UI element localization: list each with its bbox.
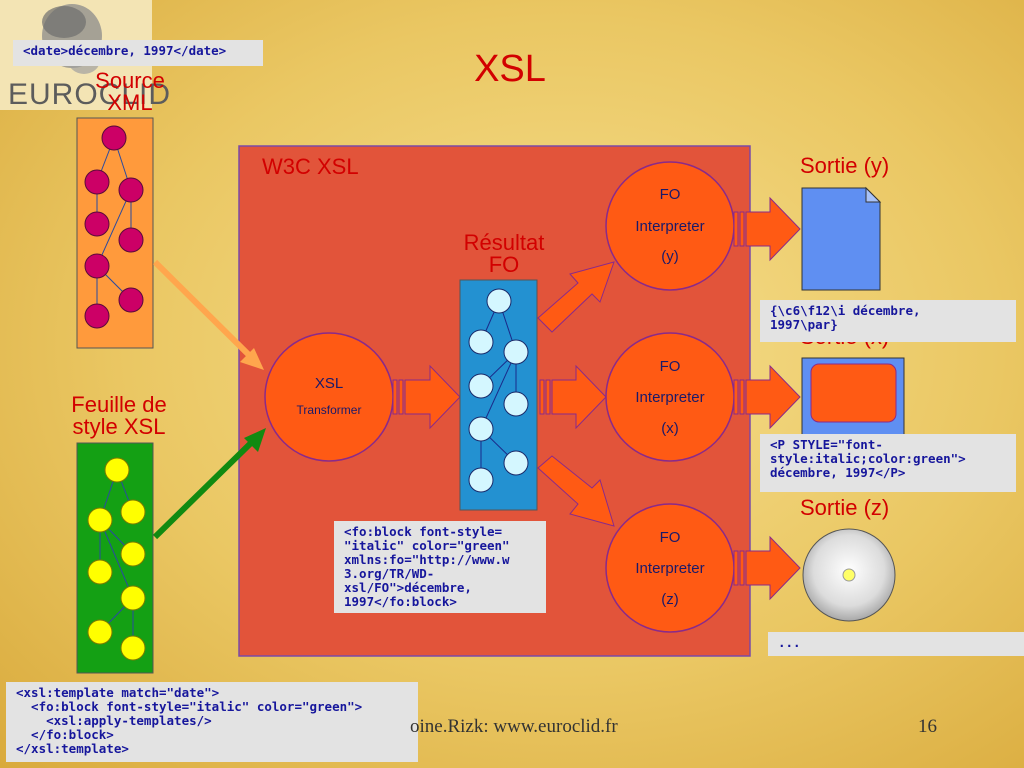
stylesheet-to-transformer-arrow [152,428,266,540]
xsl-template-code: <xsl:template match="date"> <fo:block fo… [6,682,418,762]
stylesheet-label: Feuille de style XSL [71,392,167,439]
source-xml-label: Source XML [95,68,165,115]
interp-y-line2: Interpreter [635,218,704,235]
sortie-z-label: Sortie (z) [800,495,890,520]
cd-disc-icon [802,528,896,622]
html-output-code: <P STYLE="font- style:italic;color:green… [760,434,1016,492]
sortie-y-label: Sortie (y) [800,153,890,178]
fo-to-interpreter-y-arrow [537,261,615,333]
interpreter-y-output-arrow [733,196,801,262]
footer-text: oine.Rizk: www.euroclid.fr [410,716,618,737]
interp-y-line3: (y) [661,248,679,265]
svg-text:XSL: XSL [315,375,343,392]
interpreter-x-output-arrow [733,364,801,430]
interpreter-z-output-arrow [733,535,801,601]
slide-title: XSL [474,48,546,90]
interp-z-line2: Interpreter [635,560,704,577]
interp-x-line3: (x) [661,420,679,437]
resultat-fo-label: Résultat FO [463,230,545,277]
stylesheet-tree [76,442,154,674]
page-number: 16 [918,716,937,737]
rtf-output-code: {\c6\f12\i décembre, 1997\par} [760,300,1016,342]
fo-result-tree [459,279,538,511]
date-xml-code: <date>décembre, 1997</date> [13,40,263,66]
fo-result-code: <fo:block font-style= "italic" color="gr… [334,521,546,613]
interp-x-line2: Interpreter [635,389,704,406]
fo-to-interpreter-z-arrow [537,455,615,527]
xsl-transformer-node [264,332,394,462]
logo-text: EUROCLID [8,78,172,111]
transformer-line2: Transformer [297,403,362,417]
interp-z-line3: (z) [661,591,679,608]
fo-to-interpreter-x-arrow [539,364,607,430]
document-icon [801,186,882,291]
interp-y-line1: FO [660,186,681,203]
w3c-xsl-label: W3C XSL [262,154,359,179]
transformer-line1: XSL [315,375,343,392]
ellipsis-code: ... [768,632,1024,656]
source-to-transformer-arrow [152,259,264,370]
source-xml-tree [76,117,154,349]
browser-window-icon [801,357,905,437]
interp-x-line1: FO [660,358,681,375]
transformer-to-fo-arrow [392,364,461,430]
svg-text:Transformer: Transformer [297,403,362,417]
interp-z-line1: FO [660,529,681,546]
